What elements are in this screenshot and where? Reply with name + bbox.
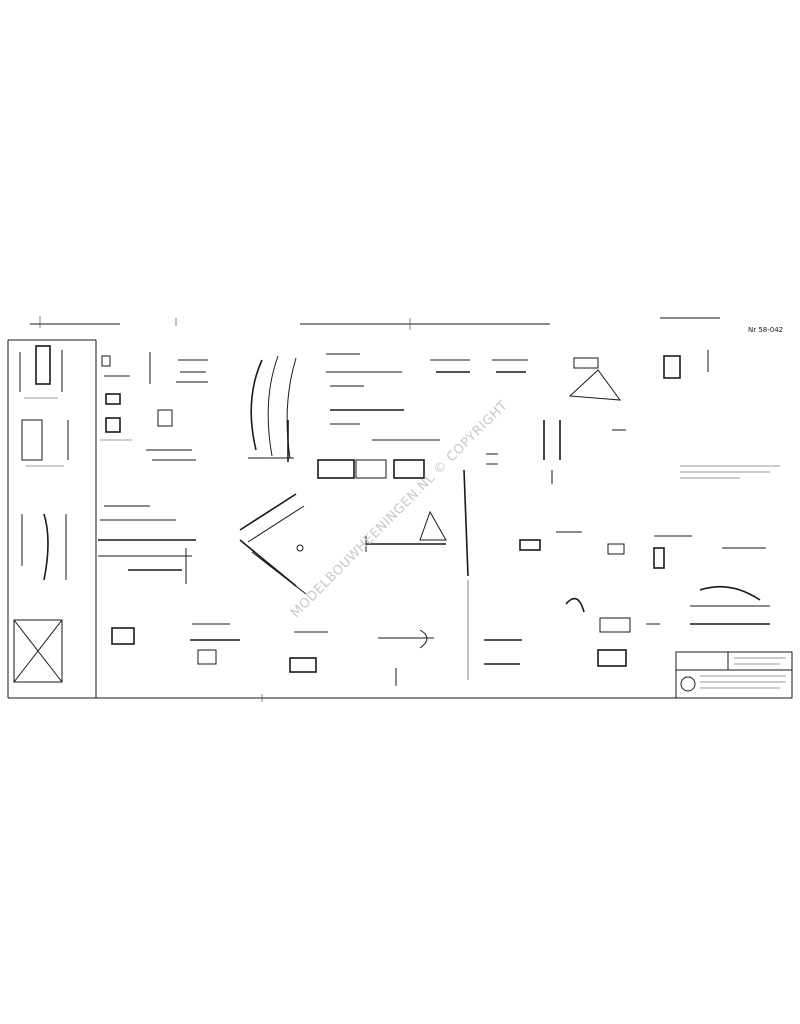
drawing-number: Nr 58-042 <box>748 326 783 334</box>
curved-track-detail <box>248 355 297 462</box>
central-assembly <box>317 353 528 479</box>
axle-detail <box>365 469 469 680</box>
copyright-watermark: MODELBOUWHEENINGEN.NL © COPYRIGHT <box>288 398 511 621</box>
bottom-parts <box>13 597 660 686</box>
title-block <box>675 651 793 699</box>
right-middle-parts <box>519 531 770 625</box>
side-frame <box>21 505 196 584</box>
right-details <box>543 350 780 484</box>
angled-frame <box>239 493 307 595</box>
dimension-ticks <box>39 316 411 702</box>
fork-detail <box>19 345 69 467</box>
small-parts-a <box>100 352 208 461</box>
